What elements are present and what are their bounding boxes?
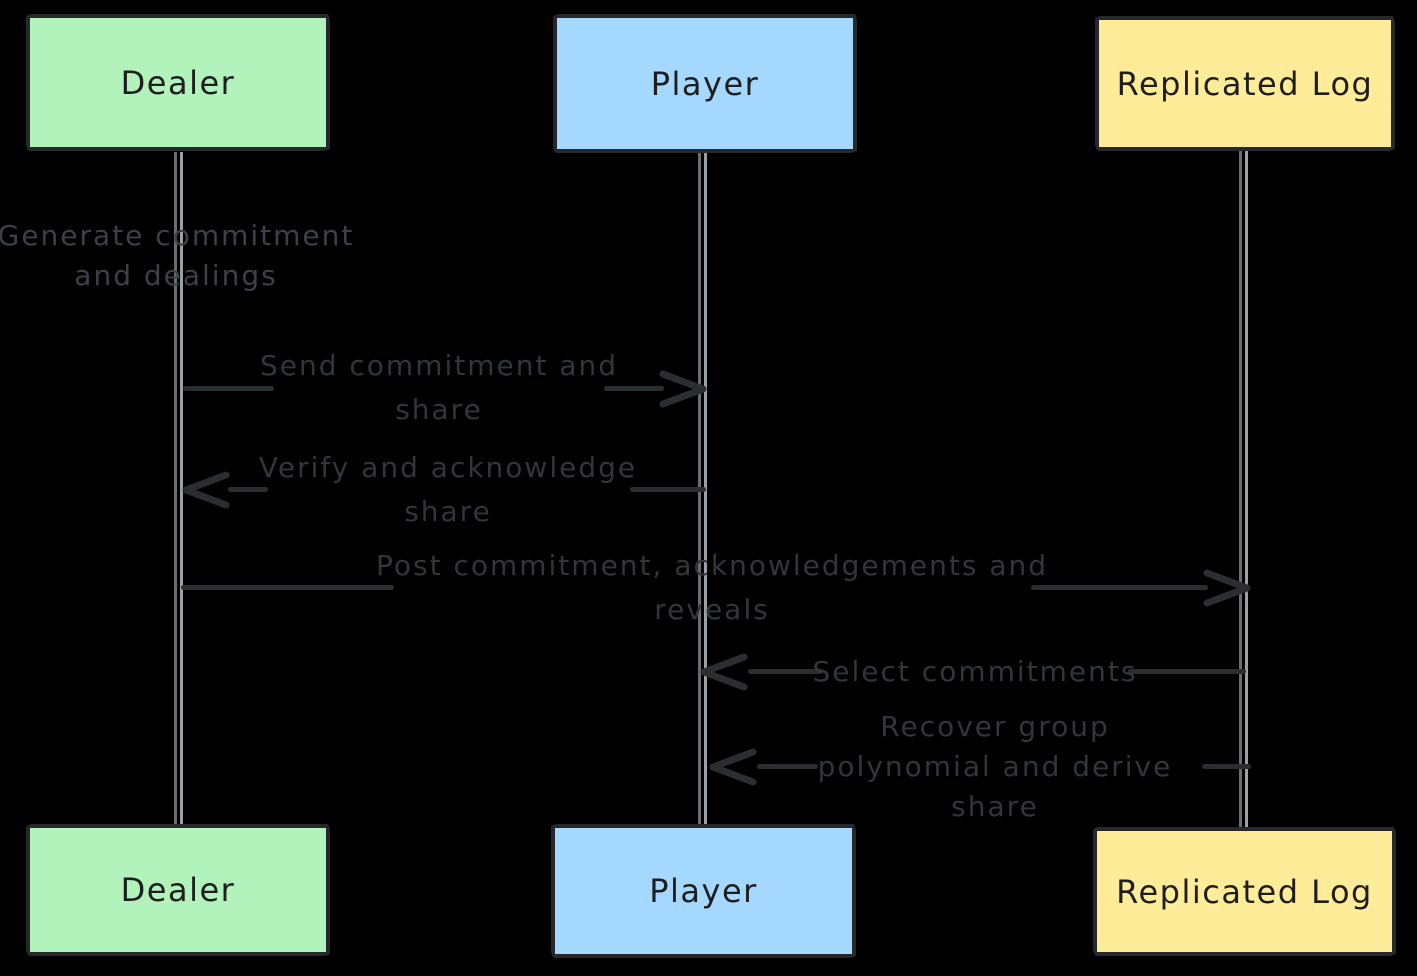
actor-label-dealer: Dealer bbox=[120, 63, 236, 102]
actor-label-player: Player bbox=[649, 872, 758, 910]
message-label: Send commitment and share bbox=[259, 349, 619, 426]
actor-box-dealer-bottom: Dealer bbox=[26, 824, 330, 956]
message-label: Verify and acknowledge share bbox=[258, 451, 638, 528]
lifeline-dealer bbox=[180, 152, 183, 826]
arrow-shaft bbox=[604, 386, 664, 391]
arrow-shaft bbox=[1202, 764, 1251, 769]
actor-box-replicated-log-bottom: Replicated Log bbox=[1093, 827, 1396, 956]
actor-box-player-bottom: Player bbox=[551, 824, 856, 958]
actor-label-player: Player bbox=[650, 64, 760, 103]
lifeline-dealer bbox=[174, 152, 177, 826]
arrow-shaft bbox=[181, 585, 394, 590]
arrow-shaft bbox=[228, 487, 268, 492]
actor-box-dealer-top: Dealer bbox=[26, 14, 330, 151]
arrowhead-left-icon bbox=[709, 748, 757, 786]
arrow-shaft bbox=[1128, 669, 1246, 674]
arrowhead-left-icon bbox=[182, 471, 230, 509]
arrowhead-left-icon bbox=[700, 653, 748, 691]
message-label: Select commitments bbox=[812, 655, 1138, 688]
actor-label-dealer: Dealer bbox=[120, 871, 236, 909]
message-label: Post commitment, acknowledgements and re… bbox=[375, 549, 1049, 626]
actor-label-replicated-log: Replicated Log bbox=[1116, 872, 1373, 911]
arrow-shaft bbox=[630, 487, 706, 492]
arrowhead-right-icon bbox=[659, 370, 707, 408]
arrow-shaft bbox=[748, 669, 823, 674]
message-label: Recover group polynomial and derive shar… bbox=[817, 710, 1173, 823]
arrow-shaft bbox=[757, 764, 818, 769]
actor-label-replicated-log: Replicated Log bbox=[1116, 64, 1374, 103]
actor-box-player-top: Player bbox=[553, 14, 857, 153]
lifeline-replicated-log bbox=[1245, 151, 1248, 829]
actor-box-replicated-log-top: Replicated Log bbox=[1095, 16, 1395, 151]
lifeline-replicated-log bbox=[1239, 151, 1242, 829]
arrowhead-right-icon bbox=[1203, 569, 1251, 607]
note-generate-commitment: Generate commitment and dealings bbox=[0, 219, 355, 292]
arrow-shaft bbox=[183, 386, 274, 391]
arrow-shaft bbox=[1031, 585, 1208, 590]
